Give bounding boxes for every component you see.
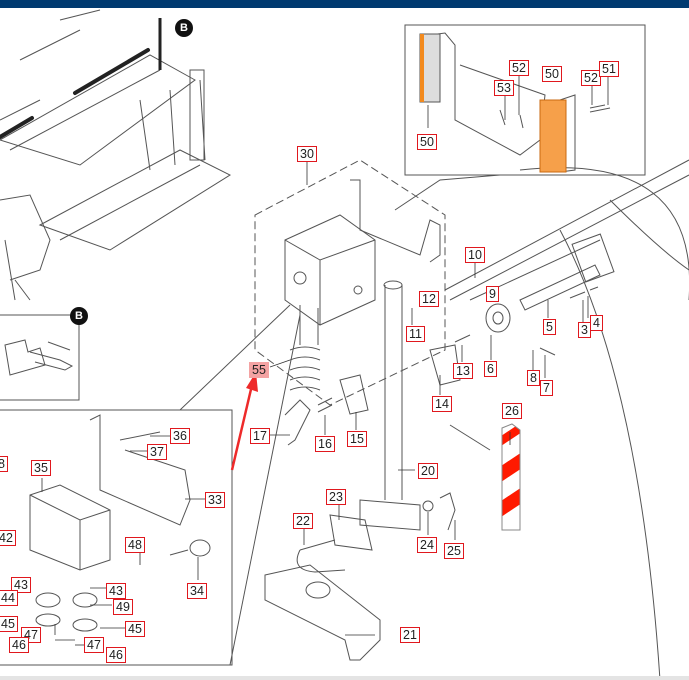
part-label-24[interactable]: 24 xyxy=(417,537,437,553)
reflector-right xyxy=(539,99,567,173)
part-label-34[interactable]: 34 xyxy=(187,583,207,599)
part-label-48[interactable]: 48 xyxy=(125,537,145,553)
part-label-11[interactable]: 11 xyxy=(406,326,425,342)
part-label-17[interactable]: 17 xyxy=(250,428,270,444)
part-label-49[interactable]: 49 xyxy=(113,599,133,615)
part-label-45[interactable]: 45 xyxy=(0,616,18,632)
detail-marker-b-top: B xyxy=(175,19,193,37)
part-label-25[interactable]: 25 xyxy=(444,543,464,559)
part-label-15[interactable]: 15 xyxy=(347,431,367,447)
header-bar xyxy=(0,0,689,8)
part-label-7[interactable]: 7 xyxy=(540,380,553,396)
part-label-50[interactable]: 50 xyxy=(542,66,562,82)
part-label-53[interactable]: 53 xyxy=(494,80,514,96)
part-label-55-highlighted[interactable]: 55 xyxy=(249,362,269,378)
part-label-46[interactable]: 46 xyxy=(106,647,126,663)
part-label-20[interactable]: 20 xyxy=(418,463,438,479)
part-label-43[interactable]: 43 xyxy=(11,577,31,593)
part-label-52[interactable]: 52 xyxy=(581,70,601,86)
part-label-33[interactable]: 33 xyxy=(205,492,225,508)
part-label-12[interactable]: 12 xyxy=(419,291,439,307)
part-label-30[interactable]: 30 xyxy=(297,146,317,162)
part-label-5[interactable]: 5 xyxy=(543,319,556,335)
leader-lines xyxy=(41,72,609,646)
part-label-6[interactable]: 6 xyxy=(484,361,497,377)
part-label-52[interactable]: 52 xyxy=(509,60,529,76)
part-label-42[interactable]: 42 xyxy=(0,530,16,546)
part-label-8[interactable]: 8 xyxy=(527,370,540,386)
part-label-45[interactable]: 45 xyxy=(125,621,145,637)
part-label-13[interactable]: 13 xyxy=(453,363,473,379)
part-label-36[interactable]: 36 xyxy=(170,428,190,444)
part-label-23[interactable]: 23 xyxy=(326,489,346,505)
part-label-44[interactable]: 44 xyxy=(0,590,18,606)
part-label-26[interactable]: 26 xyxy=(502,403,522,419)
part-label-4[interactable]: 4 xyxy=(590,315,603,331)
part-label-51[interactable]: 51 xyxy=(599,61,619,77)
part-label-21[interactable]: 21 xyxy=(400,627,420,643)
part-label-22[interactable]: 22 xyxy=(293,513,313,529)
part-label-38-partial[interactable]: 38 xyxy=(0,456,8,472)
part-label-35[interactable]: 35 xyxy=(31,460,51,476)
part-label-3[interactable]: 3 xyxy=(578,322,591,338)
part-label-46[interactable]: 46 xyxy=(9,637,29,653)
part-label-43[interactable]: 43 xyxy=(106,583,126,599)
part-label-16[interactable]: 16 xyxy=(315,436,335,452)
machine-frame-drawing xyxy=(0,9,232,301)
detail-marker-b-inset: B xyxy=(70,307,88,325)
highlight-arrow xyxy=(230,372,258,471)
frame-dark-rods xyxy=(0,48,150,139)
bottom-scroll-strip xyxy=(0,676,689,680)
part-label-10[interactable]: 10 xyxy=(465,247,485,263)
part-label-37[interactable]: 37 xyxy=(147,444,167,460)
part-label-9[interactable]: 9 xyxy=(486,286,499,302)
reflector-left-edge xyxy=(420,34,424,102)
part-label-50[interactable]: 50 xyxy=(417,134,437,150)
part-label-47[interactable]: 47 xyxy=(84,637,104,653)
part-label-14[interactable]: 14 xyxy=(432,396,452,412)
